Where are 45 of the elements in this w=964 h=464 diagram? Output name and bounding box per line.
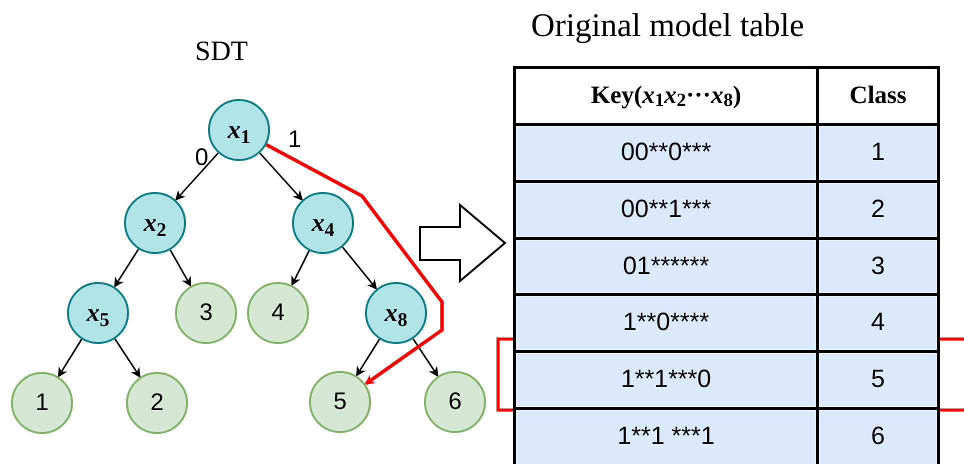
header-cell: Key(x$_{1}$x$_{2}$···x$_{8}$)	[516, 69, 816, 123]
arrow	[291, 250, 310, 286]
edge-label: 1	[288, 128, 302, 152]
table-cell: 5	[819, 353, 937, 407]
header-cell: Class	[819, 69, 937, 123]
class-label: 1	[35, 391, 49, 415]
variable-node	[208, 99, 270, 161]
variable-node	[292, 192, 354, 254]
table-cell: 00**1***	[516, 183, 816, 237]
arrow	[356, 338, 380, 377]
class-label: 2	[150, 391, 164, 415]
table-cell: 1**1***0	[516, 353, 816, 407]
arrow	[342, 246, 378, 290]
table-cell: 00**0***	[516, 126, 816, 180]
diagram-title: SDT	[195, 38, 248, 66]
table-cell: 1**0****	[516, 296, 816, 350]
table-cell: 6	[819, 410, 937, 464]
arrow	[114, 248, 140, 288]
variable-node	[124, 192, 186, 254]
table-cell: 4	[819, 296, 937, 350]
class-label: 6	[448, 390, 462, 414]
table-cell: 01******	[516, 240, 816, 293]
edge-label: 0	[195, 146, 208, 170]
table-title: Original model table	[531, 10, 804, 43]
table-cell: 3	[819, 240, 937, 293]
arrow	[170, 250, 192, 287]
arrow	[412, 338, 438, 377]
arrow	[114, 338, 141, 378]
variable-label: x$_{4}$	[312, 210, 334, 236]
table-cell: 2	[819, 183, 937, 237]
variable-node	[365, 282, 427, 344]
variable-label: x$_{5}$	[86, 300, 110, 326]
table-cell: 1	[819, 126, 937, 180]
arrow	[175, 152, 219, 201]
variable-label: x$_{1}$	[228, 117, 250, 143]
class-label: 5	[333, 390, 347, 414]
arrow	[265, 143, 444, 385]
table-cell: 1**1 ***1	[516, 410, 816, 464]
class-label: 3	[199, 301, 213, 325]
arrow	[58, 338, 82, 378]
variable-label: x$_{8}$	[384, 300, 408, 326]
class-label: 4	[271, 301, 285, 325]
arrow	[259, 152, 303, 201]
variable-label: x$_{2}$	[144, 210, 166, 236]
hollow-arrow	[419, 202, 507, 284]
